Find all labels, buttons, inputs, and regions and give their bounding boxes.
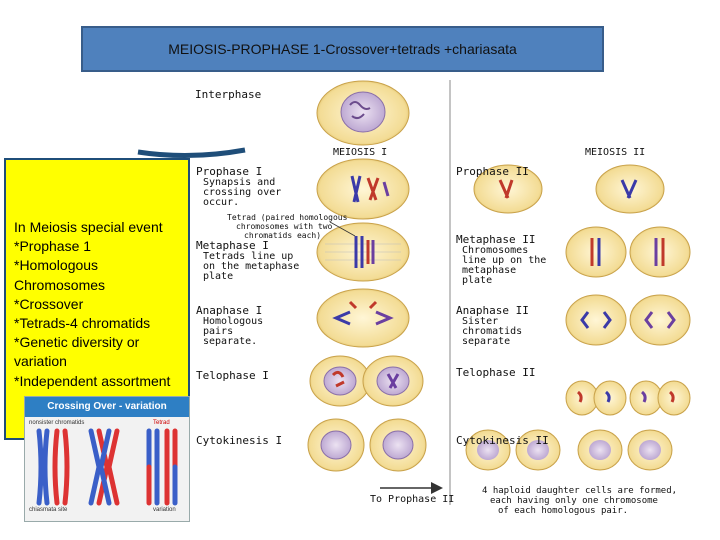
telophase2-label: Telophase II — [456, 366, 536, 379]
metaphase1-cell — [316, 222, 410, 282]
prophase1-desc-3: occur. — [203, 197, 240, 208]
note-line: In Meiosis special event — [14, 219, 163, 235]
anaphase1-cell — [316, 288, 410, 348]
telophase1-cell — [309, 355, 424, 407]
prophase1-label: Prophase I — [196, 165, 263, 178]
final-desc-2: each having only one chromosome — [490, 496, 658, 506]
curved-arrow — [137, 147, 246, 159]
cytokinesis2-label: Cytokinesis II — [456, 434, 549, 447]
meiosis1-label: MEIOSIS I — [333, 147, 388, 158]
metaphase2-label: Metaphase II — [456, 233, 536, 246]
note-line: Chromosomes — [14, 276, 106, 293]
to-prophase2-label: To Prophase II — [370, 494, 455, 505]
prophase2-cells — [473, 164, 665, 214]
crossing-over-inset: Crossing Over - variation nonsister chro… — [24, 396, 190, 522]
anaphase2-desc-3: separate — [462, 336, 511, 347]
final-desc-3: of each homologous pair. — [498, 506, 629, 516]
anaphase1-desc-2: pairs — [203, 326, 234, 337]
telophase2-cells — [565, 380, 691, 416]
interphase-label: Interphase — [195, 88, 262, 101]
anaphase1-label: Anaphase I — [196, 304, 263, 317]
note-line: variation — [14, 353, 67, 370]
tetrad-note-2: chromosomes with two — [236, 222, 333, 231]
anaphase2-label: Anaphase II — [456, 304, 529, 317]
page-title: MEIOSIS-PROPHASE 1-Crossover+tetrads +ch… — [168, 41, 517, 57]
note-line: *Genetic diversity or — [14, 334, 140, 351]
metaphase1-label: Metaphase I — [196, 239, 269, 252]
interphase-cell — [316, 80, 410, 146]
tetrad-label: Tetrad — [153, 420, 170, 426]
metaphase2-cells — [565, 226, 691, 278]
cytokinesis2-cells — [465, 429, 673, 471]
note-line: *Independent assortment — [14, 372, 171, 389]
metaphase2-desc-3: metaphase — [462, 265, 517, 276]
crossing-over-illustration — [36, 428, 178, 506]
prophase1-desc-2: crossing over — [203, 187, 282, 198]
nonsister-label: nonsister chromatids — [29, 420, 85, 426]
metaphase2-desc-2: line up on the — [462, 255, 547, 266]
metaphase1-desc-2: on the metaphase — [203, 261, 300, 272]
cytokinesis1-cells — [307, 418, 427, 472]
variation-label: variation — [153, 507, 176, 513]
note-line: *Prophase 1 — [14, 238, 92, 255]
note-line: *Crossover — [14, 295, 84, 312]
anaphase2-cells — [565, 294, 691, 346]
prophase1-cell — [316, 158, 410, 220]
anaphase2-desc-2: chromatids — [462, 326, 523, 337]
note-line: *Tetrads-4 chromatids — [14, 315, 151, 332]
anaphase1-desc-3: separate. — [203, 336, 258, 347]
note-line: *Homologous — [14, 257, 99, 274]
chiasmata-label: chiasmata site — [29, 507, 68, 513]
notes-list: In Meiosis special event *Prophase 1 *Ho… — [14, 218, 170, 391]
crossing-over-title: Crossing Over - variation — [25, 397, 189, 417]
notes-box: In Meiosis special event *Prophase 1 *Ho… — [4, 158, 190, 440]
anaphase1-desc-1: Homologous — [203, 316, 264, 327]
cytokinesis1-label: Cytokinesis I — [196, 434, 283, 447]
meiosis2-label: MEIOSIS II — [585, 147, 646, 158]
metaphase2-desc-1: Chromosomes — [462, 245, 529, 256]
title-banner: MEIOSIS-PROPHASE 1-Crossover+tetrads +ch… — [81, 26, 604, 72]
telophase1-label: Telophase I — [196, 369, 269, 382]
final-desc-1: 4 haploid daughter cells are formed, — [482, 486, 678, 496]
metaphase1-desc-3: plate — [203, 271, 234, 282]
anaphase2-desc-1: Sister — [462, 316, 499, 327]
tetrad-note-3: chromatids each) — [244, 231, 322, 240]
tetrad-note-1: Tetrad (paired homologous — [227, 213, 348, 222]
metaphase2-desc-4: plate — [462, 275, 493, 286]
metaphase1-desc-1: Tetrads line up — [203, 251, 294, 262]
prophase2-label: Prophase II — [456, 165, 529, 178]
prophase1-desc-1: Synapsis and — [203, 177, 276, 188]
